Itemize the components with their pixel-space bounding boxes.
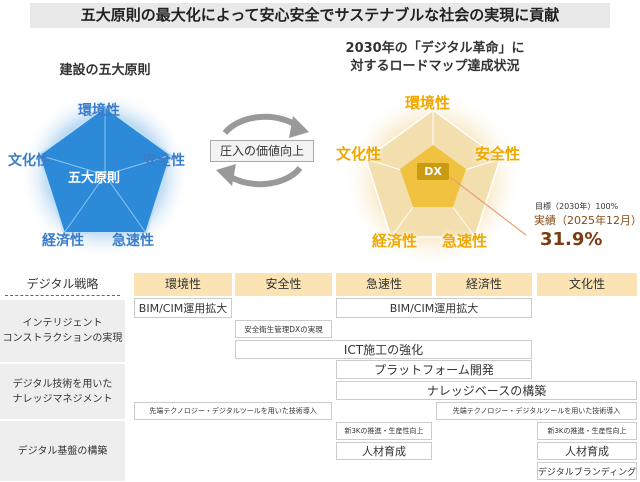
actual-label: 実績（2025年12月）: [534, 214, 640, 227]
table-corner: デジタル戦略: [5, 275, 120, 296]
row-label-knowledge-management: デジタル技術を用いた ナレッジマネジメント: [0, 364, 125, 419]
page-title: 五大原則の最大化によって安心安全でサステナブルな社会の実現に貢献: [30, 3, 610, 28]
bar-knowledge-base: ナレッジベースの構築: [336, 381, 637, 400]
target-label: 目標（2030年）100%: [535, 202, 619, 211]
col-header-culture: 文化性: [537, 273, 637, 296]
row-label-intelligent-construction: インテリジェント コンストラクションの実現: [0, 300, 125, 362]
cycle-arrows-icon: [216, 113, 309, 188]
col-header-economy: 経済性: [436, 273, 532, 296]
right-axis-economy: 経済性: [372, 232, 418, 250]
left-heading: 建設の五大原則: [59, 63, 151, 78]
left-axis-economy: 経済性: [42, 233, 84, 249]
dx-progress-pentagon: [343, 90, 527, 260]
right-axis-culture: 文化性: [336, 145, 382, 163]
bar-safety-dx: 安全衛生管理DXの実現: [235, 320, 332, 338]
bar-digital-branding: デジタルブランディング: [537, 462, 637, 480]
left-center-label: 五大原則: [68, 171, 121, 186]
value-improvement-label: 圧入の価値向上: [210, 140, 314, 162]
bar-talent-1: 人材育成: [336, 442, 432, 460]
bar-ict: ICT施工の強化: [235, 340, 532, 359]
bar-talent-2: 人材育成: [537, 442, 637, 460]
right-heading-line1: 2030年の「デジタル革命」に: [345, 41, 525, 56]
col-header-speed: 急速性: [336, 273, 432, 296]
right-axis-safety: 安全性: [475, 145, 521, 163]
five-principles-pentagon: [20, 90, 190, 255]
row-label-digital-foundation: デジタル基盤の構築: [0, 421, 125, 481]
actual-value: 31.9%: [540, 229, 603, 250]
col-header-safety: 安全性: [235, 273, 332, 296]
bar-bim-cim-2: BIM/CIM運用拡大: [336, 298, 532, 318]
left-axis-environment: 環境性: [78, 103, 120, 119]
dx-center-label: DX: [424, 165, 442, 178]
col-header-environment: 環境性: [134, 273, 232, 296]
right-heading-line2: 対するロードマップ達成状況: [350, 59, 520, 74]
left-axis-speed: 急速性: [112, 233, 154, 249]
bar-new-3k-2: 新3Kの推進・生産性向上: [537, 422, 637, 440]
right-axis-environment: 環境性: [405, 94, 451, 112]
bar-bim-cim-1: BIM/CIM運用拡大: [134, 298, 232, 318]
bar-advanced-tech-2: 先端テクノロジー・デジタルツールを用いた技術導入: [436, 402, 637, 420]
bar-platform: プラットフォーム開発: [336, 360, 532, 379]
right-axis-speed: 急速性: [442, 232, 488, 250]
left-axis-safety: 安全性: [143, 153, 185, 169]
left-axis-culture: 文化性: [8, 153, 50, 169]
bar-new-3k-1: 新3Kの推進・生産性向上: [336, 422, 432, 440]
bar-advanced-tech-1: 先端テクノロジー・デジタルツールを用いた技術導入: [134, 402, 332, 420]
